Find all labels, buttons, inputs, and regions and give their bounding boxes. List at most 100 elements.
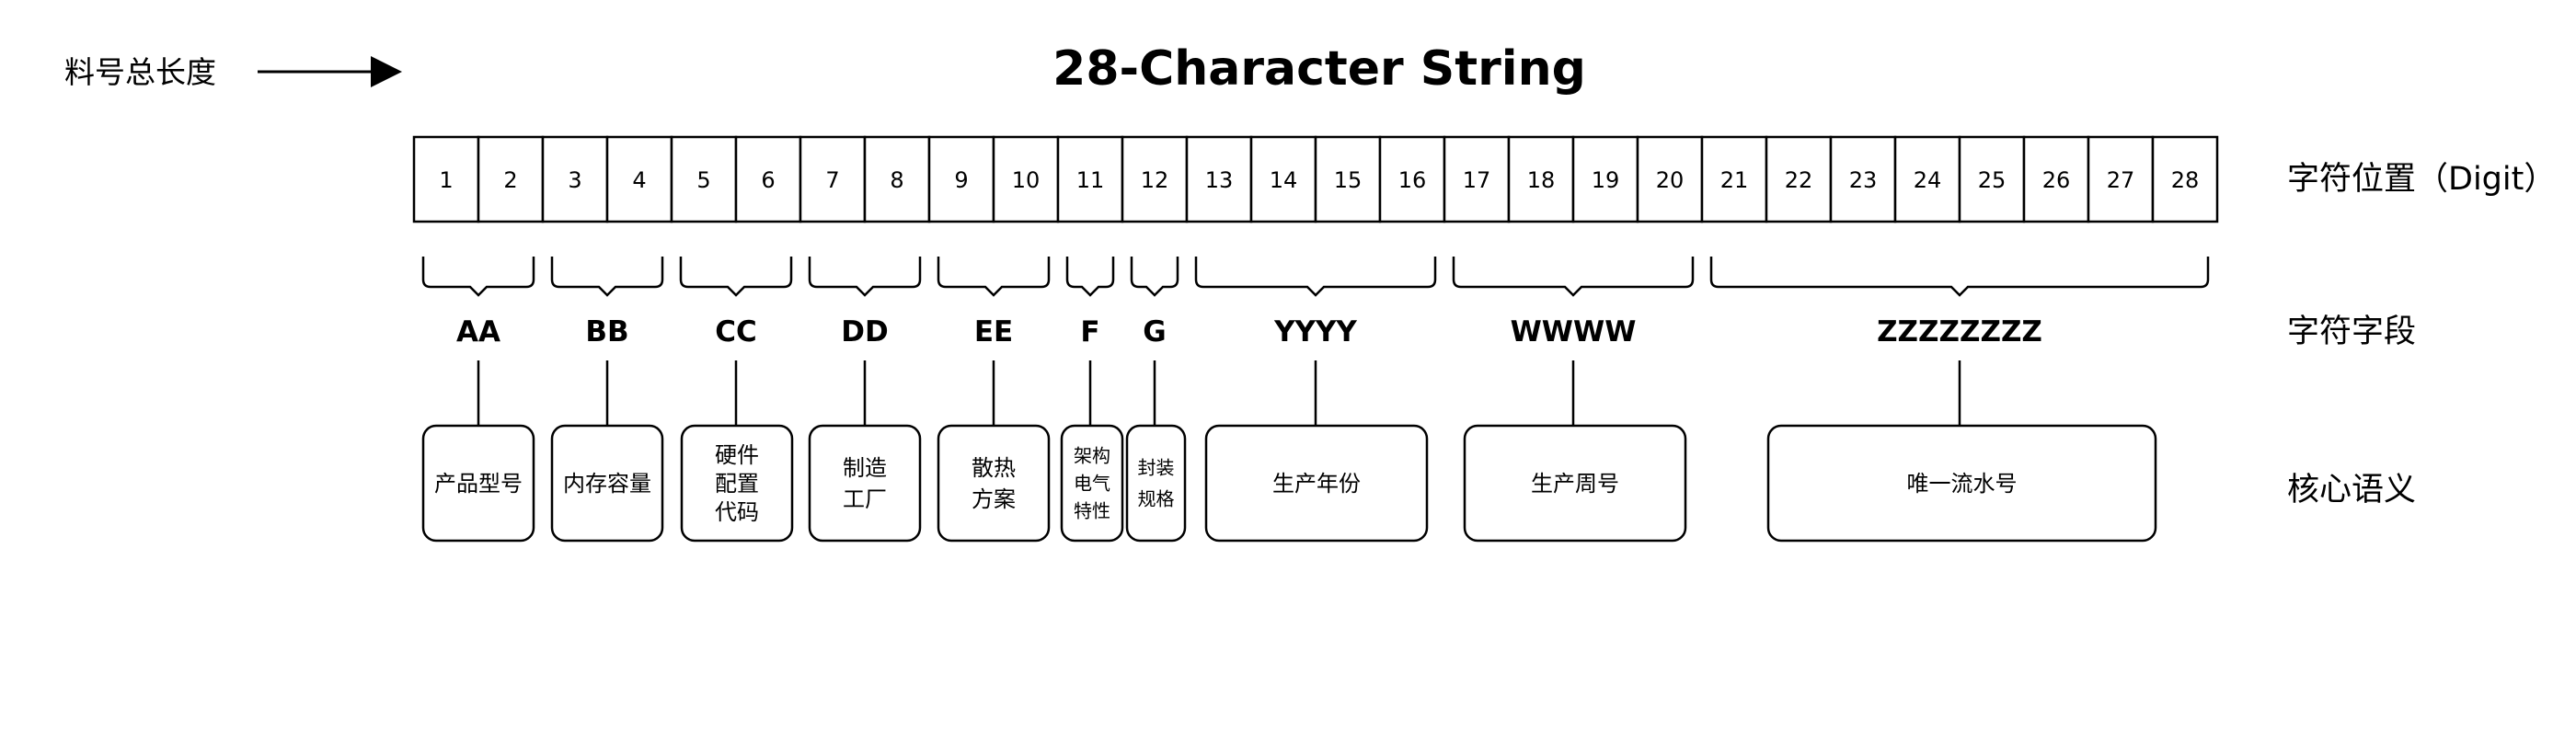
digit-cell — [1378, 135, 1446, 223]
digit-label: 15 — [1334, 167, 1363, 193]
field-brace — [1194, 257, 1437, 297]
digit-cell — [1636, 135, 1704, 223]
digit-cell — [1700, 135, 1768, 223]
digit-cell — [541, 135, 609, 223]
digit-label: 28 — [2171, 167, 2200, 193]
semantic-box — [937, 424, 1051, 543]
semantic-text: 硬件 — [715, 442, 759, 468]
semantic-text: 工厂 — [843, 486, 887, 512]
digit-cell — [477, 135, 545, 223]
field-code: BB — [585, 315, 628, 348]
digit-label: 27 — [2107, 167, 2135, 193]
digit-cell — [2151, 135, 2219, 223]
semantic-box — [1125, 424, 1187, 543]
field-code: G — [1143, 315, 1166, 348]
digit-cell — [2022, 135, 2090, 223]
digit-cell — [992, 135, 1060, 223]
digit-label: 20 — [1656, 167, 1685, 193]
field-code: AA — [456, 315, 500, 348]
field-brace — [808, 257, 922, 297]
semantic-text: 代码 — [715, 499, 759, 525]
semantic-text: 生产周号 — [1531, 471, 1619, 497]
digit-label: 21 — [1720, 167, 1749, 193]
digit-cell — [1314, 135, 1382, 223]
digit-cell — [1185, 135, 1253, 223]
digit-label: 9 — [954, 167, 968, 193]
digit-label: 8 — [890, 167, 903, 193]
field-brace — [1709, 257, 2210, 297]
semantic-text: 特性 — [1074, 500, 1110, 522]
semantic-box — [680, 424, 794, 543]
digit-label: 5 — [696, 167, 710, 193]
semantic-box — [421, 424, 535, 543]
digit-label: 7 — [825, 167, 839, 193]
semantic-text: 产品型号 — [434, 471, 523, 497]
field-code: F — [1080, 315, 1099, 348]
field-brace — [1452, 257, 1695, 297]
field-brace — [550, 257, 664, 297]
field-brace — [1130, 257, 1179, 297]
semantic-text: 生产年份 — [1272, 471, 1361, 497]
field-brace — [679, 257, 793, 297]
semantic-text: 唯一流水号 — [1907, 471, 2018, 497]
semantic-box — [808, 424, 922, 543]
digit-label: 22 — [1785, 167, 1813, 193]
digit-label: 2 — [503, 167, 517, 193]
semantic-text: 封装 — [1138, 457, 1175, 479]
digit-label: 3 — [568, 167, 581, 193]
row-label-position: 字符位置（Digit） — [2287, 161, 2556, 198]
row-label-field: 字符字段 — [2287, 314, 2416, 350]
digit-cell — [1249, 135, 1317, 223]
semantic-box — [1463, 424, 1687, 543]
digit-cell — [1507, 135, 1575, 223]
digit-label: 10 — [1012, 167, 1041, 193]
semantic-text: 方案 — [972, 486, 1016, 512]
field-brace — [421, 257, 535, 297]
semantic-text: 配置 — [715, 471, 759, 497]
digit-label: 1 — [439, 167, 453, 193]
digit-label: 17 — [1463, 167, 1491, 193]
field-brace — [1065, 257, 1115, 297]
page-title: 28-Character String — [1052, 41, 1586, 97]
digit-label: 4 — [632, 167, 646, 193]
digit-label: 19 — [1592, 167, 1620, 193]
digit-cell — [1443, 135, 1511, 223]
field-groups: AA产品型号BB内存容量CC硬件配置代码DD制造工厂EE散热方案F架构电气特性G… — [421, 257, 2210, 543]
semantic-text: 规格 — [1138, 488, 1175, 510]
semantic-text: 散热 — [972, 455, 1016, 481]
field-code: CC — [715, 315, 757, 348]
field-code: EE — [974, 315, 1013, 348]
digit-label: 18 — [1527, 167, 1556, 193]
digit-label: 6 — [761, 167, 775, 193]
semantic-text: 制造 — [843, 455, 887, 481]
digit-cell — [927, 135, 995, 223]
semantic-box — [1204, 424, 1429, 543]
digit-cell — [1893, 135, 1961, 223]
digit-label: 26 — [2042, 167, 2071, 193]
semantic-box — [550, 424, 664, 543]
digit-label: 11 — [1076, 167, 1105, 193]
total-length-arrow-head — [371, 56, 402, 87]
digit-label: 16 — [1398, 167, 1427, 193]
digit-label: 13 — [1205, 167, 1234, 193]
digit-label: 12 — [1141, 167, 1169, 193]
digit-cell — [1571, 135, 1639, 223]
field-code: WWWW — [1511, 315, 1637, 348]
semantic-text: 架构 — [1074, 445, 1110, 467]
digit-label: 24 — [1914, 167, 1942, 193]
field-code: ZZZZZZZZ — [1877, 315, 2042, 348]
digit-cell — [1829, 135, 1897, 223]
row-label-semantic: 核心语义 — [2287, 472, 2416, 508]
field-brace — [937, 257, 1051, 297]
semantic-text: 内存容量 — [563, 471, 651, 497]
total-length-label: 料号总长度 — [64, 54, 216, 90]
digit-cell — [2087, 135, 2155, 223]
digit-label: 23 — [1849, 167, 1878, 193]
digit-cell — [1056, 135, 1124, 223]
digit-label: 14 — [1270, 167, 1298, 193]
semantic-box — [1060, 424, 1124, 543]
field-code: DD — [841, 315, 888, 348]
digit-label: 25 — [1978, 167, 2007, 193]
